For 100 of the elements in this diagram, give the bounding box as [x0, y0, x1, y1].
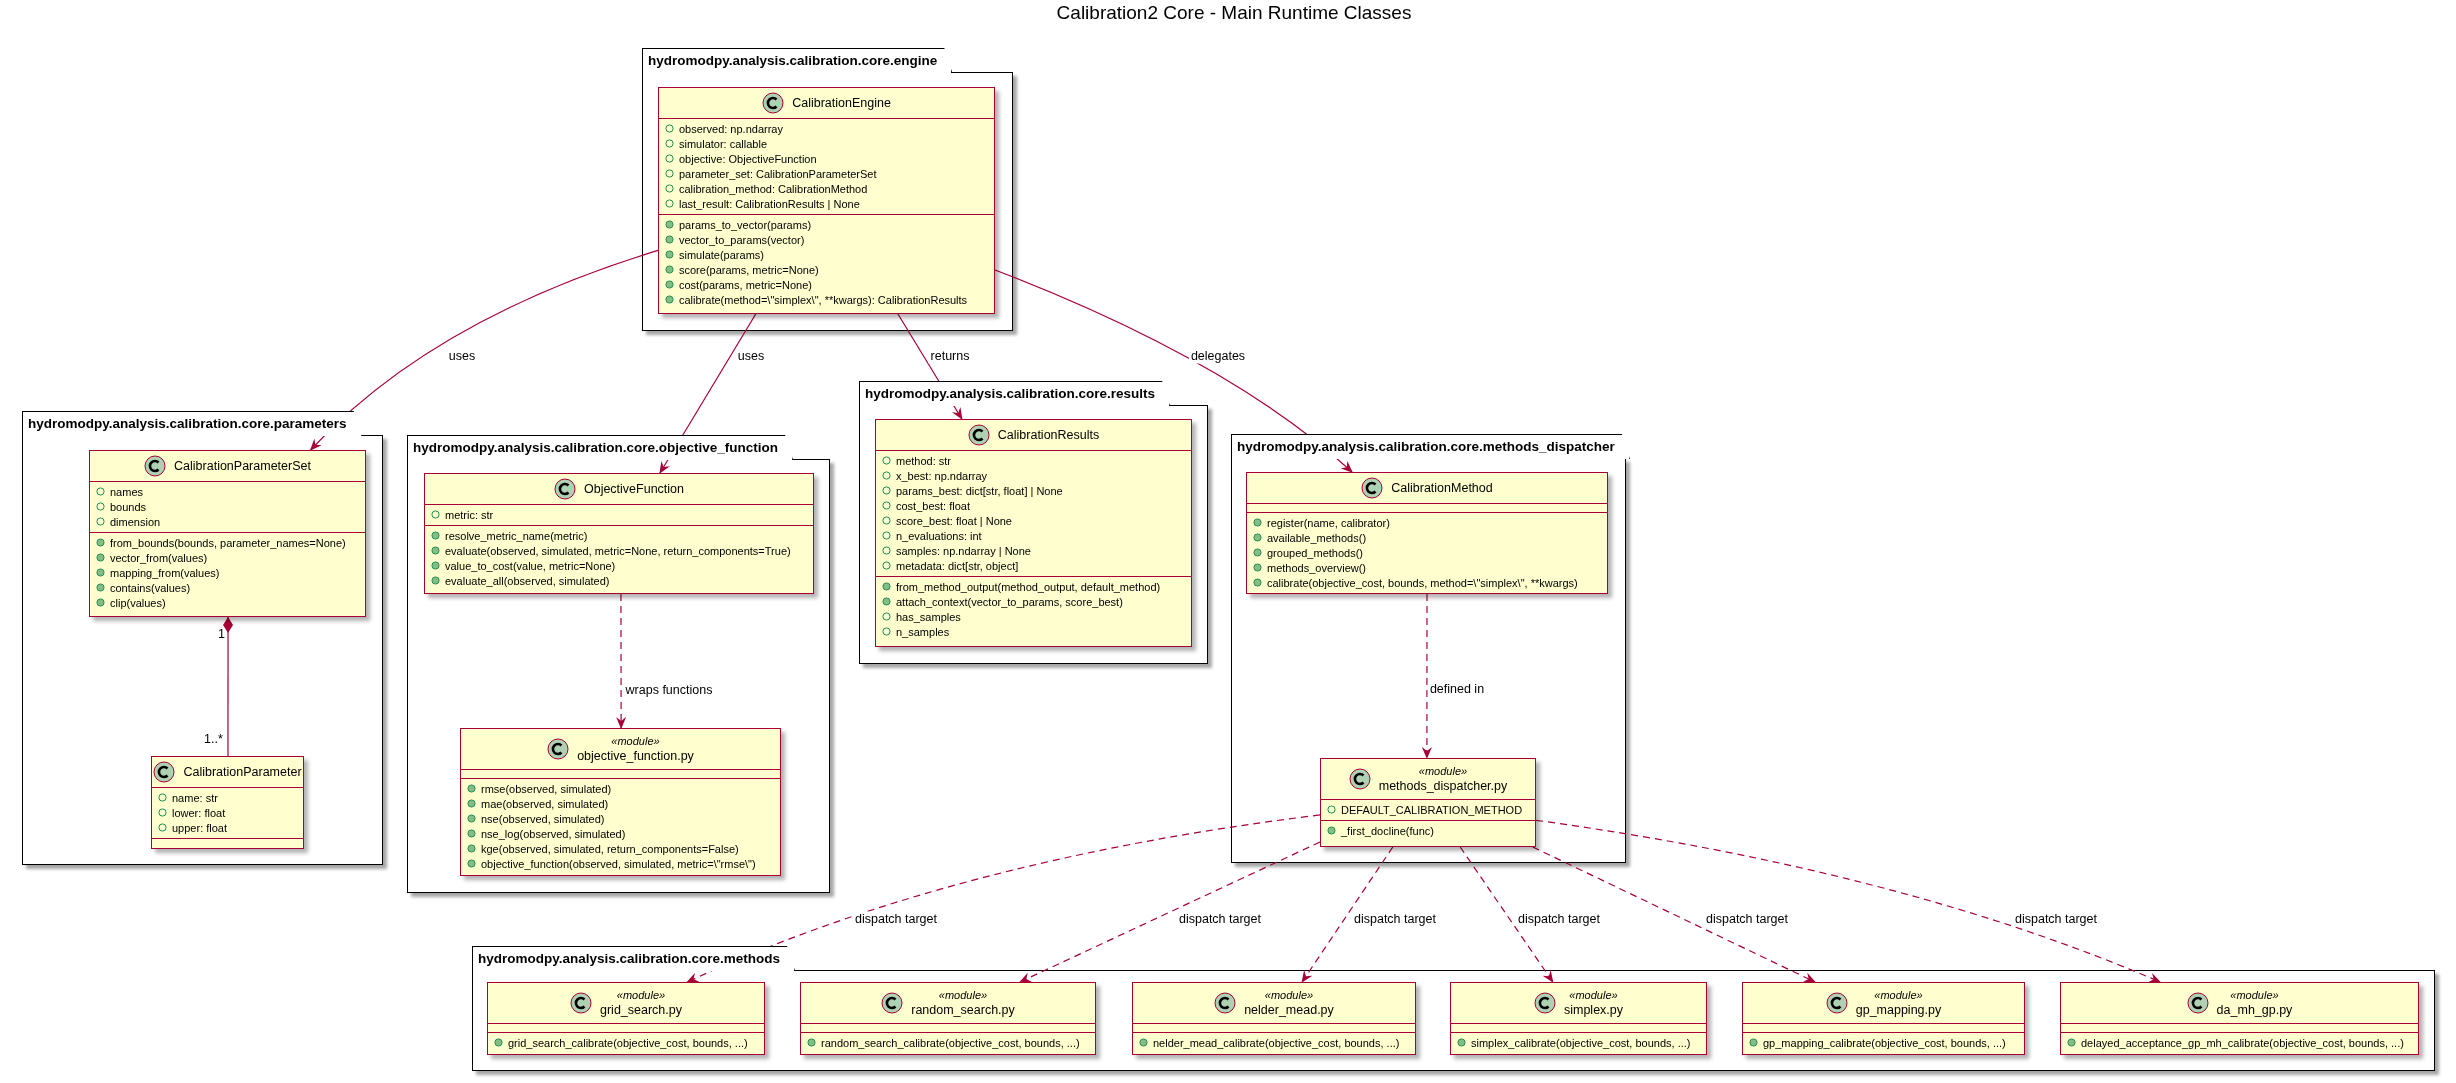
dashed-arrow [1535, 819, 2162, 983]
member-text: calibrate(method=\"simplex\", **kwargs): CalibrationResults [679, 293, 968, 306]
package-name: hydromodpy.analysis.calibration.core.methods [472, 946, 796, 971]
member-text: simulate(params) [679, 248, 764, 261]
class-name: da_mh_gp.py [2216, 1001, 2293, 1018]
package-folder [22, 411, 383, 865]
stereotype: «module» [616, 988, 666, 1002]
class-name: CalibrationResults [997, 427, 1100, 443]
member-text: parameter_set: CalibrationParameterSet [679, 167, 877, 180]
member-text: value_to_cost(value, metric=None) [445, 559, 616, 572]
class-box [1742, 982, 2025, 1055]
member-text: from_bounds(bounds, parameter_names=None) [110, 536, 346, 549]
class-name: nelder_mead.py [1244, 1001, 1334, 1018]
edge-label: dispatch target [2013, 911, 2099, 927]
edge-label: dispatch target [853, 911, 939, 927]
member-text: params_to_vector(params) [679, 218, 812, 231]
class-box [2060, 982, 2419, 1055]
member-text: evaluate(observed, simulated, metric=None, return_components=True) [445, 544, 791, 557]
member-text: last_result: CalibrationResults | None [679, 197, 860, 210]
member-text: grouped_methods() [1267, 546, 1363, 559]
stereotype: «module» [611, 734, 660, 748]
stereotype: «module» [938, 988, 988, 1002]
class-name: CalibrationMethod [1391, 480, 1493, 496]
class-box [151, 756, 304, 849]
edge-label: dispatch target [1516, 911, 1602, 927]
package-folder [472, 946, 2435, 1071]
dashed-arrow [1421, 593, 1432, 759]
stereotype: «module» [2230, 988, 2279, 1002]
member-text: evaluate_all(observed, simulated) [445, 574, 610, 587]
member-text: objective: ObjectiveFunction [679, 152, 817, 165]
member-text: vector_from(values) [110, 551, 208, 564]
edge-label: dispatch target [1352, 911, 1438, 927]
package-name: hydromodpy.analysis.calibration.core.results [859, 381, 1171, 406]
member-text: nse_log(observed, simulated) [481, 827, 626, 840]
package-folder [407, 435, 830, 893]
class-box [658, 87, 995, 314]
member-text: n_samples [896, 625, 950, 638]
class-name: simplex.py [1563, 1001, 1623, 1018]
dashed-arrow [1019, 841, 1321, 983]
member-text: kge(observed, simulated, return_components=False) [481, 842, 739, 855]
member-text: objective_function(observed, simulated, metric=\"rmse\") [481, 857, 756, 870]
member-text: params_best: dict[str, float] | None [896, 484, 1063, 497]
edge-label: dispatch target [1704, 911, 1790, 927]
member-text: metric: str [445, 508, 494, 521]
member-text: DEFAULT_CALIBRATION_METHOD [1341, 803, 1523, 816]
class-box [487, 982, 765, 1055]
class-box [89, 450, 366, 617]
member-text: has_samples [896, 610, 961, 623]
package-folder [642, 48, 1013, 331]
member-text: calibration_method: CalibrationMethod [679, 182, 868, 195]
arrow [309, 249, 659, 451]
dashed-arrow [1532, 846, 1816, 983]
class-name: CalibrationParameterSet [174, 458, 311, 474]
multiplicity-label: 1..* [204, 732, 223, 747]
member-text: nelder_mead_calibrate(objective_cost, bounds, ...) [1153, 1036, 1400, 1049]
edge-label: dispatch target [1177, 911, 1263, 927]
member-text: mae(observed, simulated) [481, 797, 609, 810]
class-name: gp_mapping.py [1855, 1001, 1942, 1018]
member-text: simplex_calibrate(objective_cost, bounds, ...) [1471, 1036, 1691, 1049]
member-text: name: str [172, 791, 218, 804]
edge-label: wraps functions [623, 682, 715, 698]
member-text: names [110, 485, 144, 498]
member-text: cost_best: float [896, 499, 970, 512]
member-text: bounds [110, 500, 147, 513]
arrow [994, 269, 1353, 473]
member-text: dimension [110, 515, 161, 528]
member-text: _first_docline(func) [1341, 824, 1434, 837]
member-text: attach_context(vector_to_params, score_best) [896, 595, 1123, 608]
class-name: CalibrationEngine [792, 95, 891, 111]
class-name: objective_function.py [577, 747, 694, 764]
member-text: delayed_acceptance_gp_mh_calibrate(objective_cost, bounds, ...) [2081, 1036, 2404, 1049]
class-name: methods_dispatcher.py [1378, 777, 1508, 794]
member-text: calibrate(objective_cost, bounds, method=\"simplex\", **kwargs) [1267, 576, 1578, 589]
stereotype: «module» [1418, 764, 1468, 778]
member-text: samples: np.ndarray | None [896, 544, 1031, 557]
class-name: grid_search.py [600, 1001, 682, 1018]
member-text: upper: float [172, 821, 228, 834]
member-text: from_method_output(method_output, default_method) [896, 580, 1161, 593]
member-text: register(name, calibrator) [1267, 516, 1390, 529]
edge-label: delegates [1188, 348, 1248, 364]
stereotype: «module» [1264, 988, 1314, 1002]
class-box [1320, 758, 1536, 847]
composition-line [223, 616, 234, 757]
class-box [800, 982, 1096, 1055]
package-name: hydromodpy.analysis.calibration.core.parameters [22, 411, 362, 436]
member-text: random_search_calibrate(objective_cost, bounds, ...) [821, 1036, 1080, 1049]
diagram-title: Calibration2 Core - Main Runtime Classes [1055, 2, 1413, 24]
stereotype: «module» [1569, 988, 1618, 1002]
dashed-arrow [1301, 846, 1394, 983]
member-text: score_best: float | None [896, 514, 1012, 527]
member-text: mapping_from(values) [110, 566, 220, 579]
member-text: x_best: np.ndarray [896, 469, 988, 482]
class-box [424, 473, 814, 594]
member-text: method: str [896, 454, 952, 467]
stereotype: «module» [1874, 988, 1923, 1002]
class-name: CalibrationParameter [183, 764, 302, 780]
member-text: n_evaluations: int [896, 529, 982, 542]
member-text: resolve_metric_name(metric) [445, 529, 588, 542]
package-name: hydromodpy.analysis.calibration.core.engine [642, 48, 953, 73]
member-text: clip(values) [110, 596, 166, 609]
